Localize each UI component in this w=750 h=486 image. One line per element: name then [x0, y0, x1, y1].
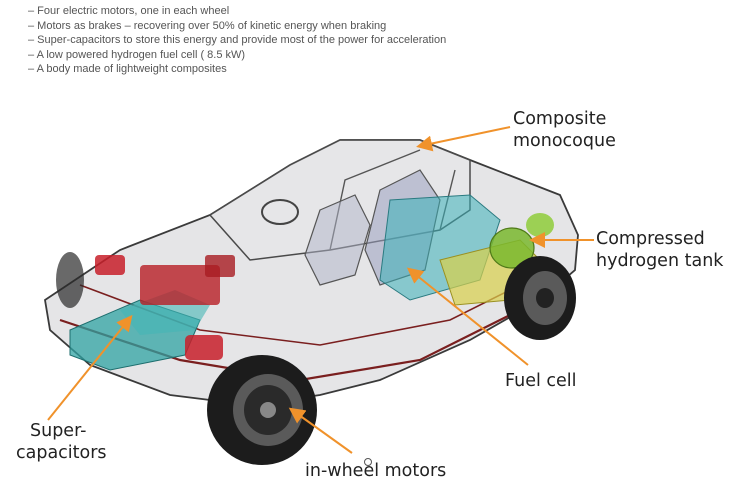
rear-wheel	[504, 256, 576, 340]
label-supercapacitors: Super- capacitors	[16, 420, 107, 464]
feature-item: – A body made of lightweight composites	[28, 63, 227, 75]
label-line: Super-	[30, 421, 87, 441]
label-composite-monocoque: Composite monocoque	[513, 108, 616, 152]
feature-list: – Four electric motors, one in each whee…	[28, 4, 446, 77]
cursor-marker	[364, 458, 372, 466]
label-line: monocoque	[513, 131, 616, 151]
label-line: Compressed	[596, 229, 705, 249]
label-line: Fuel cell	[505, 371, 577, 391]
hydrogen-tank	[489, 213, 554, 269]
feature-item: – A low powered hydrogen fuel cell ( 8.5…	[28, 48, 246, 61]
front-motors	[95, 255, 235, 360]
feature-item: – Super-capacitors to store this energy …	[28, 34, 447, 46]
label-line: in-wheel motors	[305, 461, 447, 481]
label-line: Composite	[513, 109, 607, 129]
feature-item: – Four electric motors, one in each whee…	[28, 5, 230, 17]
callout-arrows	[47, 126, 594, 454]
label-fuel-cell: Fuel cell	[505, 370, 577, 392]
feature-item: – Motors as brakes – recovering over 50%…	[28, 19, 387, 32]
front-wheel	[207, 355, 317, 465]
label-in-wheel-motors: in-wheel motors	[305, 460, 446, 482]
label-hydrogen-tank: Compressed hydrogen tank	[596, 228, 723, 272]
label-line: capacitors	[16, 443, 107, 463]
rear-left-wheel	[56, 252, 84, 308]
label-line: hydrogen tank	[596, 251, 724, 271]
